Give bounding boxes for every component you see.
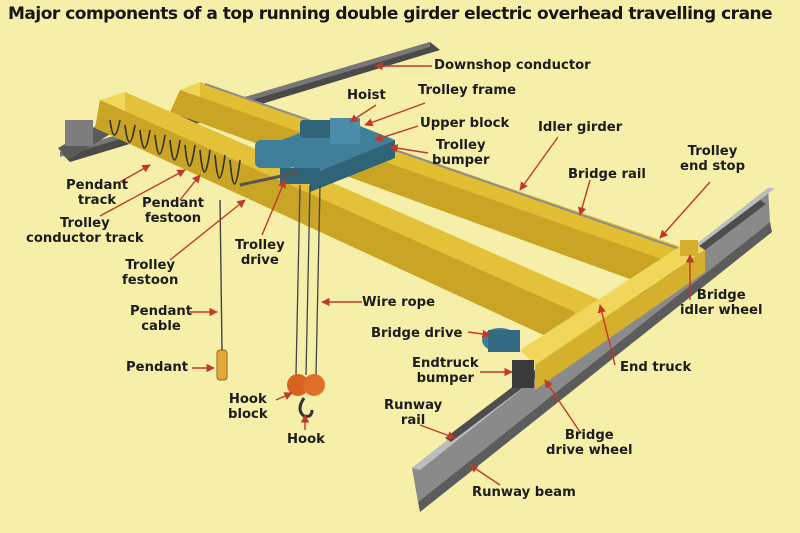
- label-downshop-conductor: Downshop conductor: [434, 58, 591, 73]
- wire-ropes: [295, 184, 321, 376]
- label-upper-block: Upper block: [420, 116, 510, 131]
- label-end-truck: End truck: [620, 360, 692, 375]
- label-wire-rope: Wire rope: [362, 295, 436, 310]
- label-bridge-rail: Bridge rail: [568, 167, 646, 182]
- label-bridge-drive: Bridge drive: [371, 326, 463, 341]
- label-hook: Hook: [287, 432, 325, 447]
- end-truck: [512, 240, 705, 390]
- label-trolley-frame: Trolley frame: [418, 83, 517, 98]
- pendant-controller: [216, 349, 228, 381]
- festoon-loops: [109, 119, 241, 185]
- label-pendant: Pendant: [126, 360, 189, 375]
- label-idler-girder: Idler girder: [538, 120, 623, 135]
- label-runway-beam: Runway beam: [472, 485, 576, 500]
- bridge-drive-motor: [482, 328, 520, 352]
- label-hoist: Hoist: [347, 88, 386, 103]
- pendant-cable-line: [219, 199, 223, 351]
- diagram-title: Major components of a top running double…: [8, 4, 773, 24]
- leader-arrows: [99, 61, 711, 486]
- trolley-and-hoist: [239, 118, 395, 192]
- hook-block: [287, 374, 325, 418]
